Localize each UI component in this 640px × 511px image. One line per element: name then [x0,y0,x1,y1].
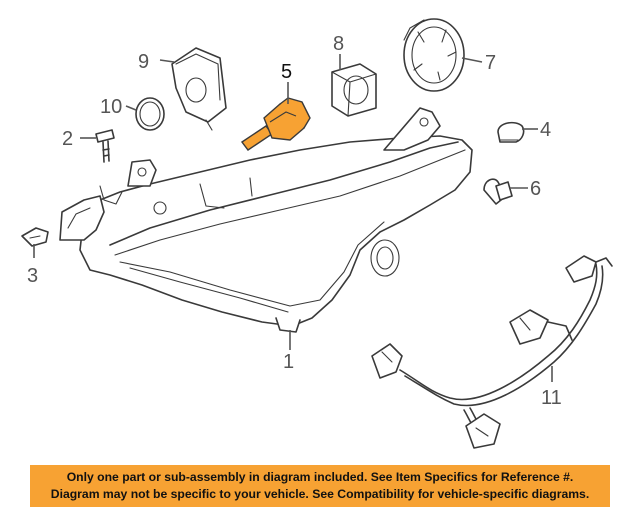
disclaimer-banner: Only one part or sub-assembly in diagram… [30,465,610,507]
clip-nut-part [21,227,49,247]
disclaimer-line-2: Diagram may not be specific to your vehi… [50,487,590,501]
leader-lines [33,54,553,382]
callout-5: 5 [281,61,292,83]
disclaimer-line-1: Only one part or sub-assembly in diagram… [66,470,574,484]
callout-6: 6 [530,178,541,200]
callout-2: 2 [62,128,73,150]
headlamp-assembly [59,107,473,333]
callout-11: 11 [541,387,562,409]
ballast-module-part [171,47,227,131]
wiring-harness-part [371,255,613,449]
cap-part [497,121,525,143]
retaining-ring-part [403,18,465,92]
callout-4: 4 [540,119,551,141]
callout-1: 1 [283,351,294,373]
callout-7: 7 [485,52,496,74]
o-ring-part [135,97,165,131]
parts-diagram: 1 2 3 4 5 6 7 8 9 10 11 [21,18,613,449]
side-bulb-part [483,178,513,205]
callout-3: 3 [27,265,38,287]
callout-labels: 1 2 3 4 5 6 7 8 9 10 11 [27,33,562,409]
callout-10: 10 [100,96,122,118]
callout-9: 9 [138,51,149,73]
headlamp-bulb-highlighted [240,97,311,151]
callout-8: 8 [333,33,344,55]
socket-housing-part [331,63,377,117]
bolt-part [95,129,115,163]
